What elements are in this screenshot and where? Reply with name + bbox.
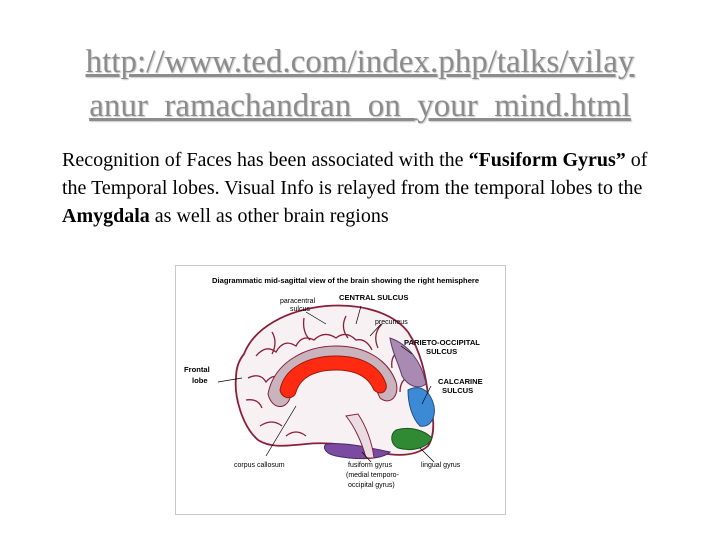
precuneus-region	[389, 337, 427, 388]
ted-talk-url-line-2[interactable]: anur_ramachandran_on_your_mind.html	[89, 88, 631, 124]
label-lingual-gyrus: lingual gyrus	[421, 462, 461, 469]
amygdala-term: Amygdala	[62, 205, 150, 227]
label-central-sulcus: CENTRAL SULCUS	[339, 293, 408, 302]
label-paracentral-sulcus: sulcus	[290, 306, 310, 313]
label-parieto-occipital: PARIETO-OCCIPITAL	[404, 338, 480, 347]
brain-diagram-figure: Diagrammatic mid-sagittal view of the br…	[175, 265, 506, 515]
label-paracentral: paracentral	[280, 298, 315, 305]
label-fusiform-occipital: occipital gyrus)	[348, 482, 395, 489]
label-parieto-sulcus: SULCUS	[426, 347, 457, 356]
label-calcarine: CALCARINE	[438, 377, 483, 386]
label-fusiform-gyrus: fusiform gyrus	[348, 462, 392, 469]
cuneus-region	[407, 387, 435, 427]
label-leader-lines	[217, 305, 435, 463]
body-text-part-1: Recognition of Faces has been associated…	[62, 149, 469, 171]
body-text-part-3: as well as other brain regions	[149, 205, 389, 227]
body-text-part-2: of the Temporal lobes. Visual Info is re…	[62, 149, 648, 199]
slide-body-text: Recognition of Faces has been associated…	[62, 146, 662, 230]
corpus-callosum	[279, 355, 387, 399]
ted-talk-url-line-1[interactable]: http://www.ted.com/index.php/talks/vilay	[85, 44, 635, 80]
slide-title-link[interactable]: http://www.ted.com/index.php/talks/vilay…	[0, 40, 720, 128]
label-corpus-callosum: corpus callosum	[234, 462, 285, 469]
label-calcarine-sulcus: SULCUS	[442, 386, 473, 395]
gyri-lines	[245, 315, 413, 437]
brain-illustration	[234, 304, 435, 460]
label-frontal: Frontal	[184, 365, 210, 374]
label-precuneus: precuneus	[375, 319, 408, 326]
brainstem	[345, 413, 375, 459]
label-fusiform-medial: (medial temporo-	[346, 472, 400, 479]
label-frontal-lobe: lobe	[192, 376, 208, 385]
figure-caption: Diagrammatic mid-sagittal view of the br…	[212, 276, 479, 285]
lingual-region	[391, 427, 433, 451]
fusiform-gyrus-term: “Fusiform Gyrus”	[468, 149, 626, 171]
